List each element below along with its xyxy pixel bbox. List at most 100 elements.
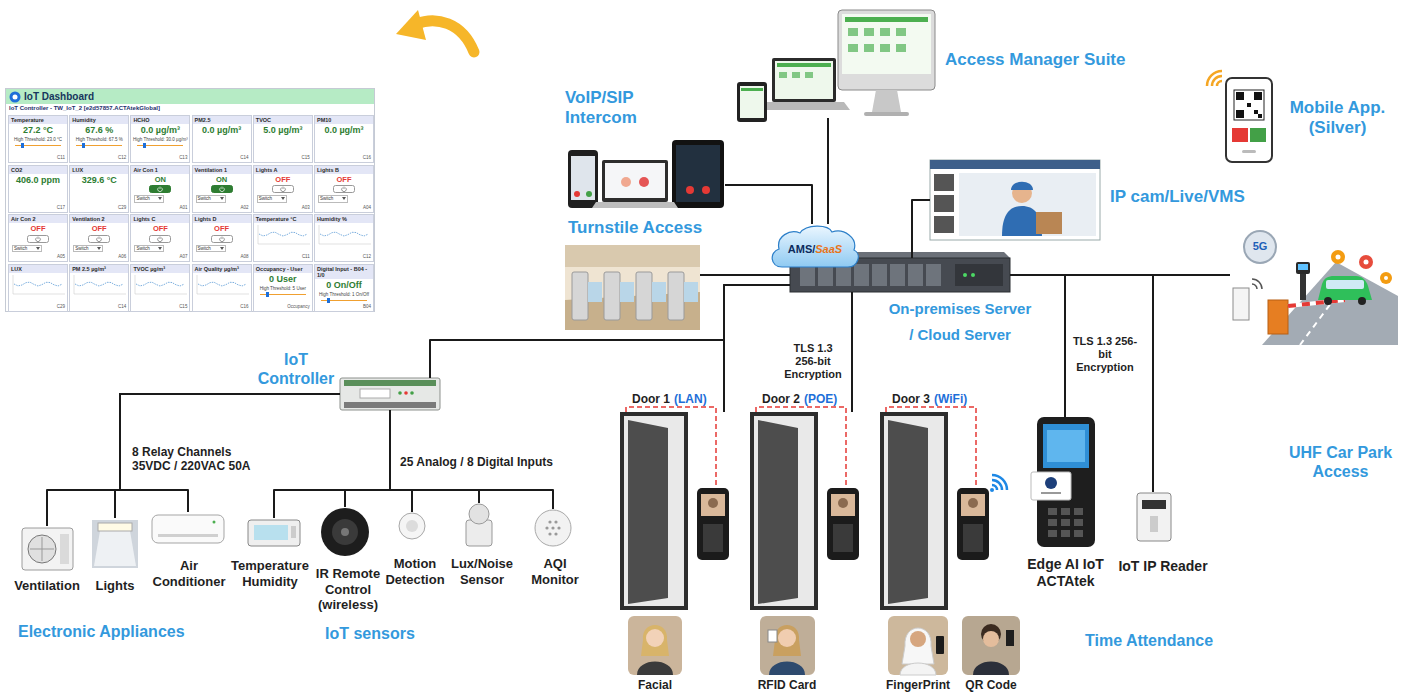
photo-illustrations: [888, 616, 948, 675]
power-symbol: [158, 187, 163, 192]
edge-label: TLS 1.3 256-bit Encryption: [782, 342, 844, 382]
controller-illustration: [340, 378, 440, 410]
reader-illustrations: [1031, 472, 1071, 500]
node-label: Edge AI IoT ACTAtek: [1018, 556, 1113, 590]
dropdown-text: Switch: [14, 246, 27, 252]
access-manager-illustration: [792, 72, 800, 78]
dropdown-caret: [97, 247, 101, 250]
tile-title: Temperature °C: [254, 215, 312, 223]
dashboard-tile: Lights COFFSwitchA07: [130, 214, 190, 262]
controller-illustration: [360, 389, 390, 398]
mobile-illustration: [1236, 110, 1244, 118]
appliance-illustrations: [158, 534, 218, 537]
tile-code: C29: [9, 305, 67, 311]
door-text: Door 3: [892, 392, 930, 406]
tile-value: ON: [131, 176, 189, 184]
tile-value: 406.0 ppm: [9, 176, 67, 186]
tile-code: C12: [315, 255, 373, 261]
iot-controller: IoT Controller: [340, 378, 440, 410]
door-illustrations: [833, 524, 853, 552]
node-label: Air Conditioner: [146, 558, 232, 589]
sensor-illustrations: [254, 525, 288, 540]
dropdown-caret: [36, 247, 40, 250]
badge-text: 5G: [1245, 240, 1275, 253]
power-symbol: [219, 236, 224, 241]
access-manager-illustration: [737, 82, 767, 122]
sensor-illustrations: [545, 526, 548, 529]
node-label: IR Remote Control (wireless): [312, 566, 384, 613]
dashboard-tile: Humidity %C12: [314, 214, 374, 262]
dashboard-tile: Air Quality µg/m³C16: [192, 264, 252, 312]
dashboard-icon: [13, 94, 18, 99]
photo-illustrations: [646, 629, 664, 647]
access-manager-illustration: [880, 44, 890, 52]
switch-button: [149, 235, 171, 243]
dashboard-title: IoT Dashboard: [24, 91, 94, 102]
dashboard-icon: [9, 91, 21, 103]
appliance: Ventilation: [20, 526, 75, 572]
connector-line: [851, 292, 853, 412]
node-label: Lights: [85, 578, 145, 594]
dashboard-tile: Air Con 1ONSwitchA01: [130, 165, 190, 213]
dashboard-tile: Ventilation 1ONSwitchA02: [192, 165, 252, 213]
tile-code: B04: [315, 305, 373, 311]
edge-label: TLS 1.3 256-bit Encryption: [1072, 335, 1138, 375]
access-manager-illustration: [842, 14, 931, 74]
mini-chart: [316, 224, 372, 246]
door-illustrations: [827, 488, 859, 560]
tile-code: C15: [131, 305, 189, 311]
door-text: (WiFi): [934, 392, 967, 406]
dashboard-icon: [10, 91, 21, 102]
appliance-illustrations: [213, 521, 216, 524]
dropdown-text: Switch: [259, 196, 272, 202]
tile-value: OFF: [193, 225, 251, 233]
reader-illustrations: [1047, 430, 1085, 462]
door-illustrations: [756, 407, 846, 486]
controller-illustration: [410, 391, 414, 395]
controller-illustration: [340, 378, 440, 410]
node-label: IoT IP Reader: [1118, 558, 1208, 575]
reader-illustrations: [1137, 493, 1171, 541]
photo-illustrations: [936, 636, 944, 654]
photo-illustrations: [637, 662, 673, 676]
intercom-illustration: [621, 177, 631, 187]
controller-illustration: [398, 391, 402, 395]
switch-button: [27, 235, 49, 243]
sensor-illustrations: [399, 513, 425, 539]
dropdown-text: Switch: [320, 196, 333, 202]
photo-illustrations: [1006, 630, 1014, 646]
tile-title: CO2: [9, 166, 67, 174]
photo-illustrations: [962, 616, 1020, 675]
switch-dropdown: Switch: [196, 245, 226, 253]
door: Door 3(WiFi): [880, 412, 1012, 610]
dashboard-tile: Digital Input - B04 - 1/00 On/OffHigh Th…: [314, 264, 374, 312]
group-label: IoT sensors: [325, 624, 475, 643]
dropdown-caret: [342, 197, 346, 200]
dropdown-caret: [220, 197, 224, 200]
dashboard-tile: TVOC µg/m³C15: [130, 264, 190, 312]
tile-code: A08: [193, 255, 251, 261]
vms-illustration: [934, 174, 954, 191]
access-manager-illustration: [896, 44, 906, 52]
cloud-text: AMS/: [788, 243, 816, 256]
tile-value: 0.0 µg/m³: [193, 126, 251, 136]
dashboard-tile: Lights BOFFSwitchA04: [314, 165, 374, 213]
photo-illustrations: [768, 630, 777, 642]
connector-line: [430, 285, 790, 378]
controller-illustration: [404, 391, 408, 395]
photo-illustrations: [641, 625, 669, 656]
turnstile-illustration: [572, 272, 588, 320]
switch-button: [28, 235, 49, 242]
photo-illustrations: [902, 628, 934, 664]
access-manager-illustration: [880, 28, 890, 36]
car-park-illustration: [1384, 276, 1388, 280]
power-symbol: [280, 187, 285, 192]
mobile-app: Mobile App.(Silver): [1205, 62, 1274, 162]
dashboard-tile: CO2406.0 ppmC17: [8, 165, 68, 213]
mini-chart: [132, 274, 188, 296]
mobile-illustration: [1250, 128, 1266, 142]
chart-line: [198, 282, 246, 286]
door-illustrations: [697, 488, 729, 560]
switch-dropdown: Switch: [73, 245, 103, 253]
power-symbol: [342, 187, 347, 192]
